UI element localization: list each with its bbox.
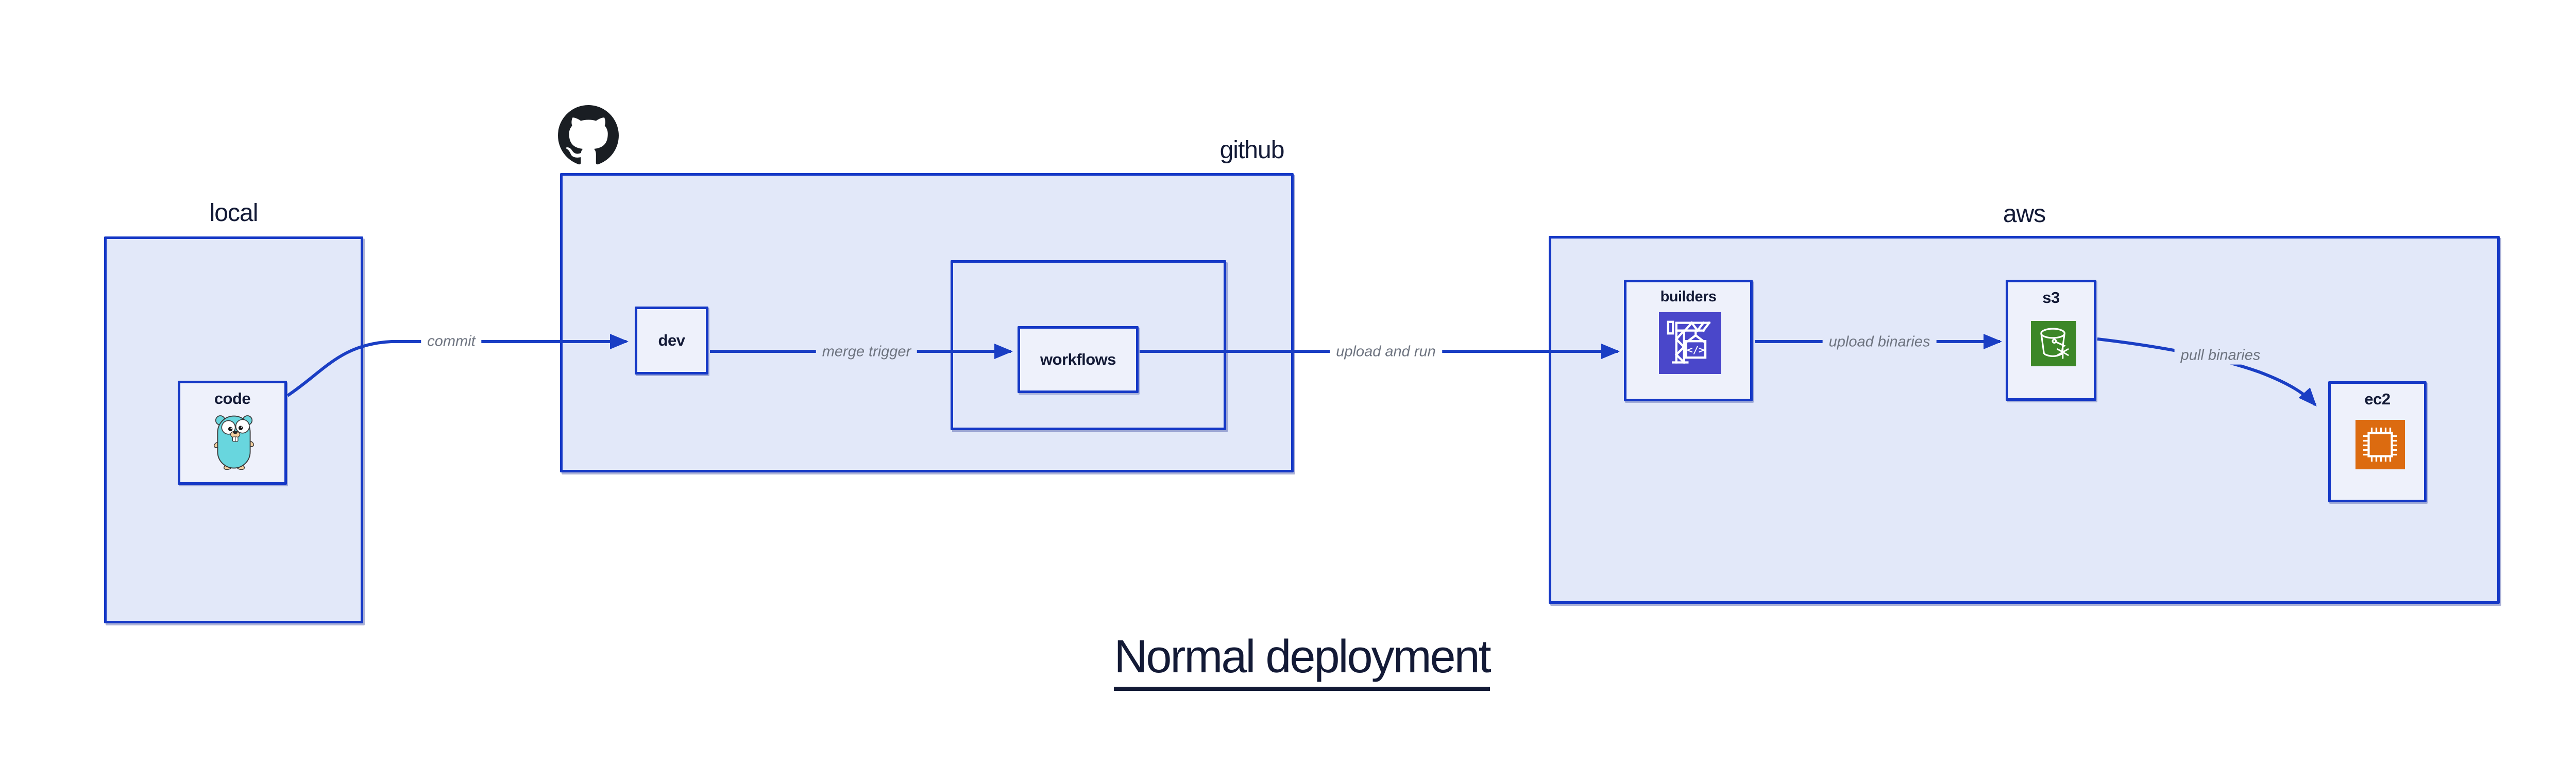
frame-label-aws: aws	[2003, 200, 2046, 228]
node-code-label: code	[214, 389, 251, 408]
frame-label-github: github	[1219, 137, 1285, 164]
node-workflows-label: workflows	[1040, 350, 1116, 368]
s3-bucket-icon	[2031, 321, 2076, 366]
node-code: code	[178, 381, 287, 485]
ec2-chip-icon	[2355, 420, 2405, 469]
codebuild-crane-icon: </>	[1659, 312, 1721, 374]
node-s3: s3	[2006, 280, 2096, 401]
svg-text:</>: </>	[1687, 345, 1704, 356]
edge-label-pull-binaries: pull binaries	[2174, 346, 2267, 365]
node-workflows: workflows	[1018, 326, 1139, 393]
node-ec2-label: ec2	[2364, 390, 2391, 408]
edge-label-merge-trigger: merge trigger	[816, 343, 918, 361]
node-builders-label: builders	[1660, 288, 1717, 305]
diagram-title-text: Normal deployment	[1114, 631, 1492, 691]
edge-label-upload-binaries: upload binaries	[1822, 333, 1937, 351]
go-gopher-icon	[213, 415, 255, 470]
node-dev-label: dev	[658, 331, 685, 349]
edge-label-commit: commit	[421, 332, 482, 351]
node-ec2: ec2	[2328, 381, 2427, 502]
node-builders: builders </>	[1624, 280, 1753, 401]
diagram-title: Normal deployment	[0, 631, 2576, 691]
github-octocat-icon	[558, 105, 619, 165]
node-dev: dev	[635, 307, 708, 375]
node-s3-label: s3	[2042, 288, 2060, 307]
edge-label-upload-and-run: upload and run	[1330, 343, 1442, 361]
frame-label-local: local	[209, 199, 259, 227]
